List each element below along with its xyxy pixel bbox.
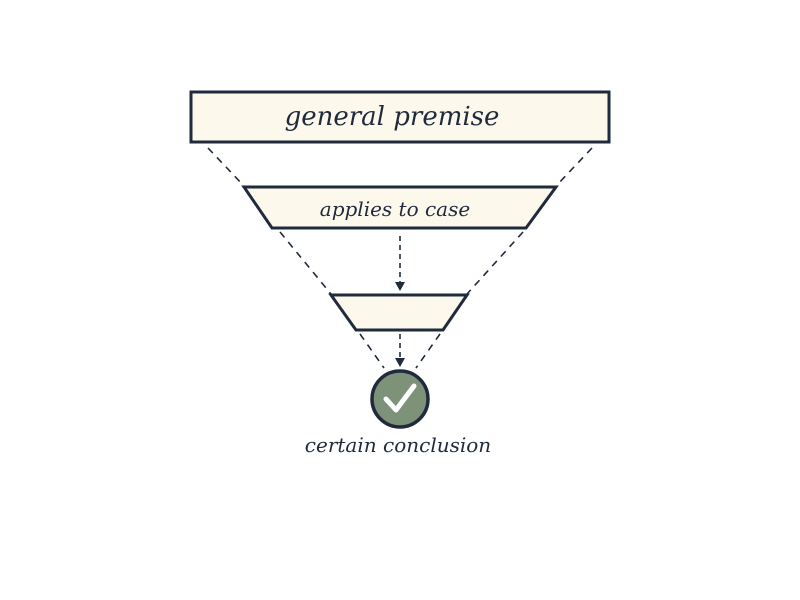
stage-label: general premise (285, 102, 500, 132)
arrow-to-conclusion (395, 334, 405, 367)
stage-box (189, 90, 611, 144)
arrowhead-icon (395, 358, 405, 367)
stage-trapezoid (328, 293, 470, 332)
check-circle (370, 369, 430, 429)
stage-general-premise: general premise (189, 90, 611, 144)
funnel-guide-lines (207, 147, 593, 369)
guide-line-right-middle (466, 231, 524, 295)
guide-line-left-upper (207, 147, 245, 187)
stage-trapezoid (241, 185, 559, 230)
guide-line-left-middle (279, 231, 332, 295)
stage-label: applies to case (320, 197, 470, 221)
conclusion-check-badge (370, 369, 430, 429)
guide-line-right-upper (555, 147, 593, 187)
arrowhead-icon (395, 282, 405, 291)
conclusion-label: certain conclusion (305, 433, 491, 457)
check-icon (383, 383, 417, 413)
stage-narrowing (328, 293, 470, 332)
stage-applies-to-case: applies to case (241, 185, 559, 230)
guide-line-left-lower (359, 333, 385, 369)
arrow-to-stage-3 (395, 236, 405, 291)
guide-line-right-lower (415, 333, 441, 369)
